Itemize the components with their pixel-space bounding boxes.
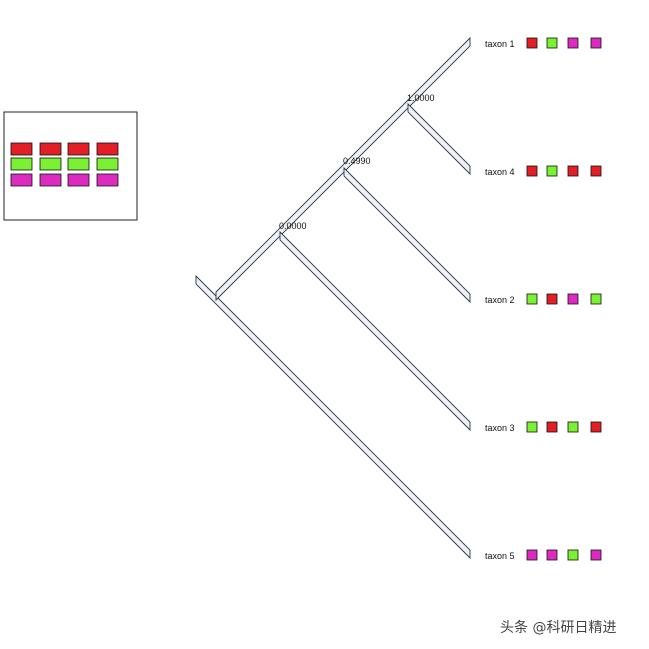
- trait-box-green: [546, 37, 558, 49]
- legend: [3, 111, 138, 221]
- trait-box-magenta: [526, 549, 538, 561]
- trait-box-red: [590, 165, 602, 177]
- trait-box-green: [526, 421, 538, 433]
- trait-box-magenta: [590, 37, 602, 49]
- trait-box-red: [590, 421, 602, 433]
- trait-box-magenta: [546, 549, 558, 561]
- node-label-mid: 0.4990: [343, 156, 371, 166]
- tree-branches: [195, 36, 471, 560]
- legend-swatch-magenta: [10, 173, 33, 187]
- watermark: 头条 @科研日精进: [500, 620, 617, 636]
- legend-swatch-green: [10, 157, 33, 171]
- legend-swatch-magenta: [39, 173, 62, 187]
- trait-box-red: [526, 37, 538, 49]
- legend-swatch-red: [96, 142, 119, 156]
- taxa-labels: taxon 1 taxon 4 taxon 2 taxon 3 taxon 5: [485, 39, 515, 561]
- trait-box-green: [546, 165, 558, 177]
- trait-box-red: [546, 293, 558, 305]
- branch-node-taxon-3: [279, 230, 471, 432]
- trait-box-magenta: [590, 549, 602, 561]
- legend-swatches: [10, 142, 119, 187]
- branch-node-taxon-2: [343, 166, 471, 304]
- legend-swatch-red: [39, 142, 62, 156]
- trait-box-green: [567, 549, 579, 561]
- taxon-label-2: taxon 2: [485, 295, 515, 305]
- trait-box-magenta: [567, 37, 579, 49]
- trait-box-green: [590, 293, 602, 305]
- trait-box-green: [567, 421, 579, 433]
- legend-swatch-green: [39, 157, 62, 171]
- taxon-label-3: taxon 3: [485, 423, 515, 433]
- trait-boxes: [526, 37, 602, 561]
- legend-swatch-magenta: [67, 173, 90, 187]
- branch-root-taxon-1: [215, 36, 471, 302]
- node-label-root: 0.0000: [279, 221, 307, 231]
- legend-swatch-red: [10, 142, 33, 156]
- legend-swatch-magenta: [96, 173, 119, 187]
- legend-swatch-green: [67, 157, 90, 171]
- legend-swatch-red: [67, 142, 90, 156]
- taxon-label-4: taxon 4: [485, 167, 515, 177]
- trait-box-red: [546, 421, 558, 433]
- trait-box-red: [526, 165, 538, 177]
- node-label-top: 1.0000: [407, 93, 435, 103]
- taxon-label-5: taxon 5: [485, 551, 515, 561]
- branch-node-taxon-4: [407, 102, 471, 176]
- trait-box-red: [567, 165, 579, 177]
- branch-root-taxon-5: [195, 274, 471, 560]
- trait-box-magenta: [567, 293, 579, 305]
- node-labels: 0.0000 0.4990 1.0000: [279, 93, 435, 231]
- taxon-label-1: taxon 1: [485, 39, 515, 49]
- trait-box-green: [526, 293, 538, 305]
- legend-swatch-green: [96, 157, 119, 171]
